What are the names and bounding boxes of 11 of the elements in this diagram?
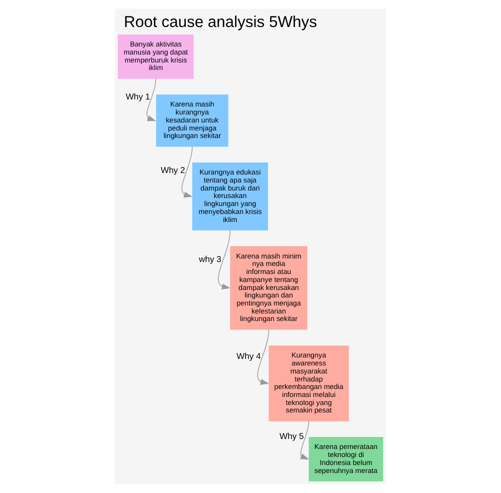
edge-label: Why 1 — [126, 92, 150, 102]
diagram-title: Root cause analysis 5Whys — [124, 14, 318, 32]
edge-label: Why 5 — [280, 431, 304, 442]
arrow — [300, 420, 310, 460]
arrow — [257, 329, 270, 385]
edge-label: Why 4 — [236, 350, 261, 361]
arrow — [218, 230, 230, 290]
arrow — [182, 146, 193, 198]
edge-label: Why 2 — [160, 164, 186, 175]
arrow — [146, 78, 156, 122]
edge-label: why 3 — [198, 254, 222, 264]
